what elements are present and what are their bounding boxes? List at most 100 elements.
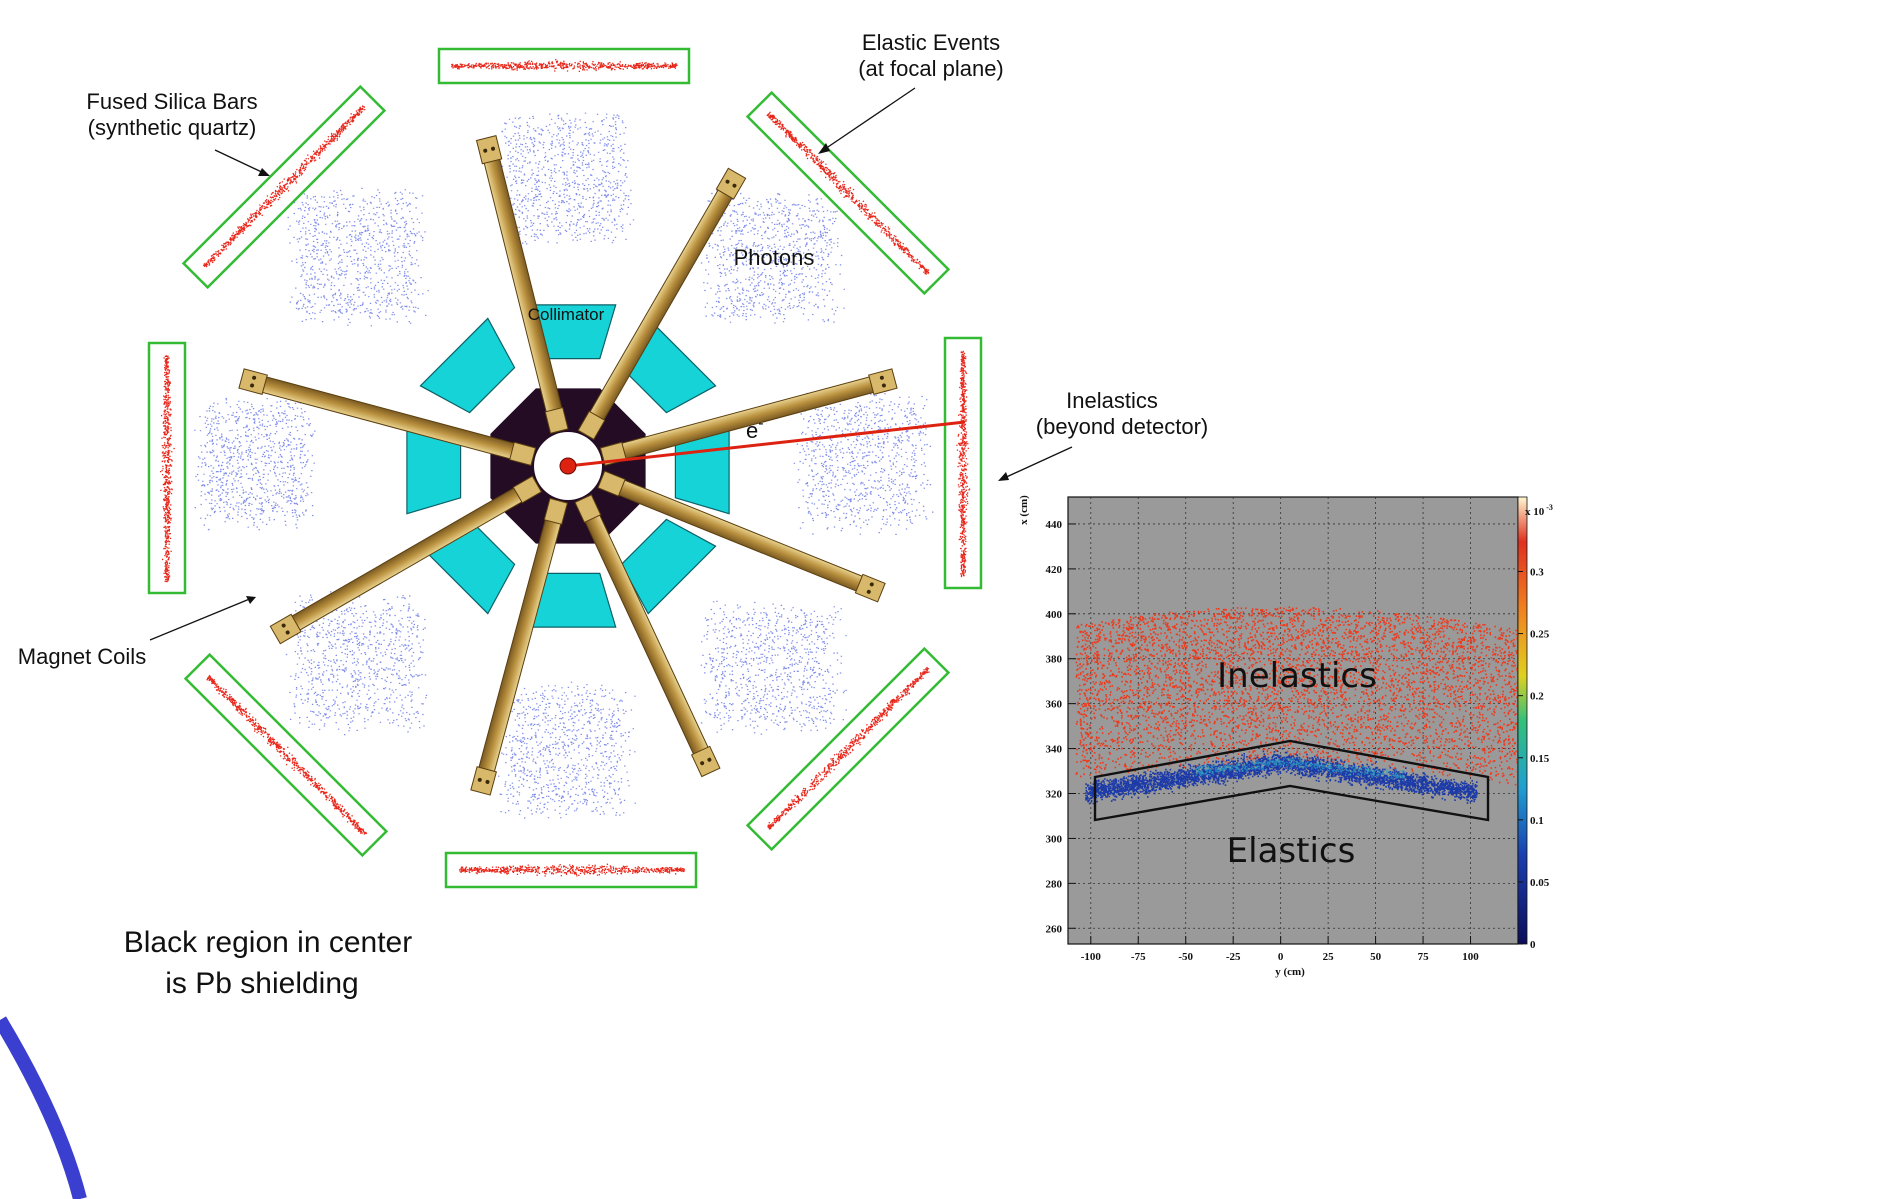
quartz-bar-frame — [183, 652, 389, 858]
y-tick-label: 300 — [1046, 833, 1063, 845]
y-tick-label: 340 — [1046, 744, 1063, 756]
elastic-streak — [206, 674, 368, 835]
bolt-icon — [491, 146, 496, 151]
photon-cloud — [285, 591, 428, 736]
x-axis-label: y (cm) — [1275, 966, 1305, 978]
fused-silica-label-line2: (synthetic quartz) — [88, 115, 257, 140]
x-tick-label: 50 — [1370, 951, 1382, 963]
inelastics-region-label: Inelastics — [1217, 656, 1377, 696]
quartz-bar — [943, 336, 983, 590]
photon-cloud — [497, 681, 636, 819]
quartz-bar-frame — [745, 90, 951, 296]
quartz-bar-frame — [444, 851, 698, 889]
colorbar-ticks: 0.30.250.20.150.10.050 — [1518, 567, 1550, 951]
x-tick-label: 25 — [1323, 951, 1335, 963]
bolt-icon — [483, 148, 488, 153]
elastic-hits-dense — [1195, 756, 1406, 782]
collimator-label: Collimator — [528, 305, 605, 324]
y-tick-label: 280 — [1046, 878, 1063, 890]
elastic-streak — [202, 105, 366, 268]
y-axis-label: x (cm) — [1018, 495, 1030, 525]
coil-outer-clamp — [238, 368, 268, 396]
fused-silica-pointer — [214, 149, 269, 176]
magnet-coil — [577, 167, 747, 441]
y-tick-label: 400 — [1046, 609, 1063, 621]
y-tick-label: 360 — [1046, 699, 1063, 711]
x-tick-label: 0 — [1278, 951, 1284, 963]
elastic-event-streaks — [159, 59, 971, 877]
corner-arc-decoration — [0, 1016, 87, 1199]
fused-silica-bars — [147, 47, 983, 889]
magnet-coil — [597, 470, 886, 603]
bolt-icon — [879, 375, 884, 380]
fused-silica-label-line1: Fused Silica Bars — [86, 89, 257, 114]
x-tick-label: -50 — [1178, 951, 1193, 963]
colorbar-tick-label: 0.1 — [1530, 815, 1544, 827]
y-tick-label: 380 — [1046, 654, 1063, 666]
quartz-bar — [444, 851, 698, 889]
magnet-coil — [269, 475, 543, 645]
quartz-bar — [181, 84, 387, 290]
coil-inner-clamp — [574, 494, 602, 524]
photon-cloud — [501, 112, 635, 245]
photon-clouds — [194, 112, 934, 819]
bolt-icon — [707, 757, 712, 762]
elastic-streak — [766, 111, 930, 275]
bolt-icon — [725, 179, 730, 184]
colorbar-tick-label: 0.05 — [1530, 877, 1550, 889]
bolt-icon — [285, 630, 290, 635]
magnet-coil — [599, 368, 898, 466]
magnet-coil — [574, 494, 721, 778]
elastic-region-outline — [1093, 739, 1490, 822]
plot-grid — [1068, 497, 1518, 944]
elastic-events-label-line1: Elastic Events — [862, 30, 1000, 55]
colorbar-tick-label: 0 — [1530, 939, 1536, 951]
colorbar-scale-label: x 10-3 — [1525, 503, 1553, 518]
elastic-events-pointer — [821, 87, 916, 152]
quartz-bar — [437, 47, 691, 85]
quartz-bar-frame — [181, 84, 387, 290]
photon-cloud — [700, 190, 845, 324]
coil-outer-clamp — [690, 745, 721, 778]
quartz-bar-frame — [943, 336, 983, 590]
coil-outer-clamp — [715, 167, 747, 200]
caption-line2: is Pb shielding — [165, 967, 358, 1000]
bolt-icon — [485, 779, 490, 784]
coil-inner-clamp — [509, 441, 537, 466]
inelastics-label-line2: (beyond detector) — [1036, 414, 1208, 439]
quartz-bar — [147, 341, 187, 595]
x-tick-label: -75 — [1131, 951, 1146, 963]
inelastics-label-line1: Inelastics — [1066, 388, 1158, 413]
arrowhead-icon — [258, 168, 270, 176]
quartz-bar — [745, 90, 951, 296]
bolt-icon — [281, 623, 286, 628]
x-tick-label: -25 — [1226, 951, 1241, 963]
magnet-coils-pointer — [149, 597, 253, 641]
collimator-segment — [419, 317, 516, 414]
coil-inner-clamp — [597, 470, 626, 497]
colorbar-tick-label: 0.2 — [1530, 691, 1544, 703]
coil-inner-clamp — [543, 497, 568, 525]
elastic-events-label-line2: (at focal plane) — [858, 56, 1004, 81]
coil-inner-clamp — [512, 475, 543, 504]
bolt-icon — [866, 589, 871, 594]
y-tick-label: 320 — [1046, 789, 1063, 801]
plot-area — [1067, 496, 1519, 945]
y-tick-label: 420 — [1046, 564, 1063, 576]
magnet-coil — [238, 368, 537, 466]
y-tick-label: 440 — [1046, 519, 1063, 531]
electron-label: e- — [746, 415, 764, 443]
bolt-icon — [881, 383, 886, 388]
quartz-bar — [183, 652, 389, 858]
quartz-bar-frame — [147, 341, 187, 595]
magnet-coil — [475, 135, 569, 434]
photon-cloud — [700, 600, 847, 735]
magnet-coils — [238, 135, 898, 796]
coil-outer-clamp — [475, 135, 503, 165]
elastic-streak — [767, 666, 930, 830]
collimator-segment — [620, 518, 717, 615]
bolt-icon — [252, 375, 257, 380]
